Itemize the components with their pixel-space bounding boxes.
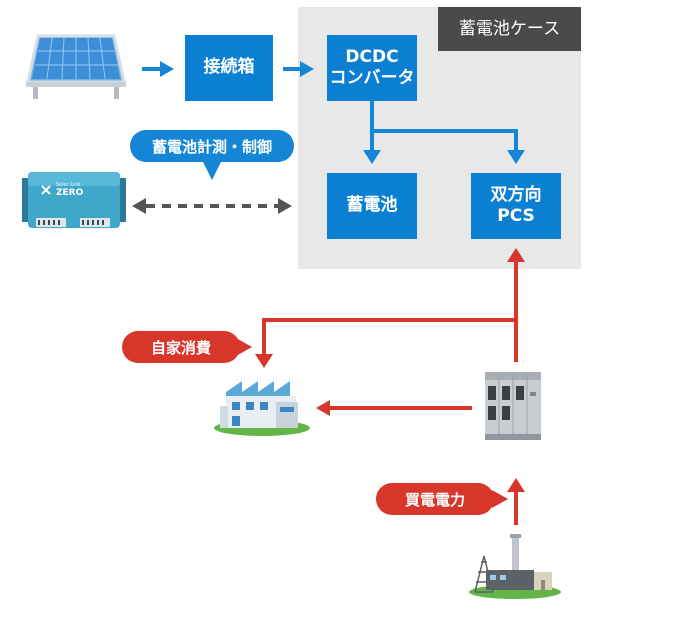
bidirectional-pcs-box: 双方向 PCS — [471, 173, 561, 239]
arrow-head-up-to-pcs — [507, 248, 525, 262]
arrow-head-down-to-factory — [255, 354, 273, 368]
arrow-head-to-battery — [363, 150, 381, 164]
arrow-panel-to-junction — [142, 61, 174, 77]
purchase-power-text: 買電電力 — [404, 490, 465, 509]
dcdc-label-line2: コンバータ — [329, 68, 415, 88]
arrow-junction-to-dcdc — [283, 61, 314, 77]
battery-box-label: 蓄電池 — [346, 195, 398, 216]
dcdc-label-line1: DCDC — [345, 46, 399, 67]
monitor-control-label: 蓄電池計測・制御 — [130, 130, 294, 162]
junction-box: 接続箱 — [185, 35, 273, 101]
controller-device-icon: Solar Link ZERO — [22, 172, 126, 228]
purchase-power-label: 買電電力 — [376, 483, 494, 515]
battery-case-title: 蓄電池ケース — [438, 7, 581, 51]
self-consumption-label: 自家消費 — [122, 331, 240, 363]
purchase-callout-pointer — [492, 490, 508, 508]
red-flow-pcs-to-factory — [262, 260, 518, 362]
power-plant-icon — [469, 534, 561, 599]
self-consumption-text: 自家消費 — [150, 338, 211, 357]
pcs-label-line2: PCS — [497, 206, 535, 226]
dcdc-converter-box: DCDC コンバータ — [327, 35, 417, 101]
device-brand-small: Solar Link — [56, 182, 81, 188]
arrow-plant-to-cabinet — [507, 478, 525, 525]
factory-icon — [214, 381, 310, 436]
arrow-head-to-pcs — [507, 150, 525, 164]
dashed-monitor-arrow — [132, 198, 292, 214]
pcs-label-line1: 双方向 — [490, 184, 542, 205]
arrow-cabinet-to-factory — [316, 400, 472, 416]
self-consumption-callout-pointer — [236, 338, 252, 356]
junction-box-label: 接続箱 — [203, 57, 255, 78]
monitor-control-text: 蓄電池計測・制御 — [151, 137, 272, 156]
battery-box: 蓄電池 — [327, 173, 417, 239]
solar-panel-icon — [26, 34, 126, 99]
arrow-dcdc-split — [370, 101, 518, 152]
device-brand: ZERO — [56, 188, 84, 198]
monitor-callout-pointer — [202, 160, 222, 180]
distribution-cabinet-icon — [485, 372, 541, 440]
